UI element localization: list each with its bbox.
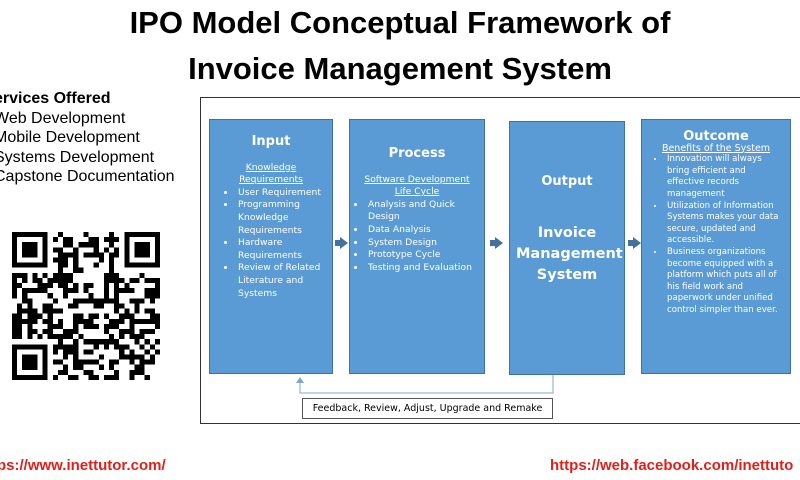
outcome-box: Outcome Benefits of the System Innovatio… [641,119,791,374]
arrow-right-icon [490,237,503,249]
facebook-link[interactable]: https://web.facebook.com/inettuto [550,457,794,474]
feedback-box: Feedback, Review, Adjust, Upgrade and Re… [302,398,553,419]
process-box: Process Software Development Life Cycle … [349,119,485,374]
process-title: Process [388,146,446,161]
service-item: Capstone Documentation [0,168,175,185]
service-item: Systems Development [0,148,155,166]
service-item: Web Development [0,109,126,127]
output-body: Invoice Management System [516,224,623,283]
outcome-subtitle: Benefits of the System [661,142,771,154]
output-box: Output Invoice Management System [509,121,625,375]
service-item: Mobile Development [0,129,140,146]
process-item: Testing and Evaluation [366,262,478,275]
input-title: Input [251,134,291,149]
input-subtitle: Knowledge Requirements [239,161,303,186]
process-item: System Design [366,237,478,250]
services-heading: ervices Offered [0,90,111,107]
input-item: Programming Knowledge Requirements [236,199,326,237]
input-item: User Requirement [236,187,326,200]
input-item: Hardware Requirements [236,237,326,262]
title-line-1: IPO Model Conceptual Framework of [129,5,671,40]
process-subtitle: Software Development Life Cycle [364,173,470,198]
outcome-title: Outcome [683,129,749,144]
website-link[interactable]: ps://www.inettutor.com/ [0,457,166,474]
qr-code-icon [12,232,160,380]
ipo-diagram-frame [200,97,800,424]
feedback-loop-arrow [296,375,554,394]
arrow-right-icon [628,237,641,249]
process-item: Data Analysis [366,224,478,237]
title-line-2: Invoice Management System [188,51,612,86]
process-item: Analysis and Quick Design [366,199,478,224]
services-list: ervices Offered Web Development Mobile D… [0,89,175,187]
input-box: Input Knowledge Requirements User Requir… [209,119,333,374]
outcome-item: Utilization of Information Systems makes… [665,201,785,247]
process-item: Prototype Cycle [366,249,478,262]
output-title: Output [541,174,593,189]
outcome-item: Innovation will always bring efficient a… [665,154,785,200]
input-item: Review of Related Literature and Systems [236,262,326,300]
outcome-item: Business organizations become equipped w… [665,247,785,317]
arrow-right-icon [335,237,348,249]
